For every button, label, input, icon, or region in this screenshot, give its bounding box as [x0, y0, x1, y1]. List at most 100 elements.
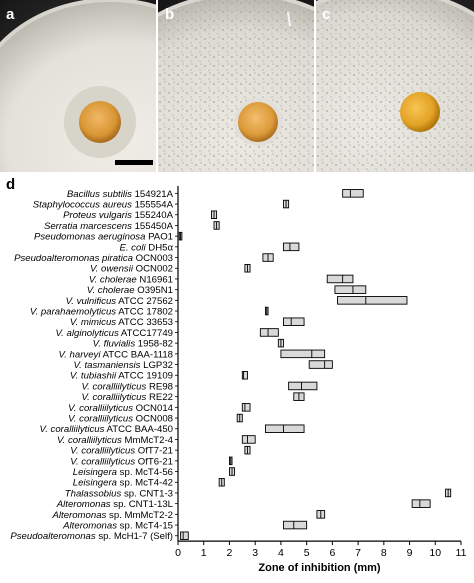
category-strain: ATCC 27562: [116, 296, 173, 307]
x-tick-label: 5: [304, 547, 310, 559]
category-strain: sp. CNT1-3: [121, 488, 173, 499]
category-label: V. mimicus ATCC 33653: [70, 317, 173, 328]
category-label: V. coralliilyticus RE22: [81, 392, 173, 403]
category-label: V. coralliilyticus OfT7-21: [70, 446, 173, 457]
category-label: Alteromonas sp. McT4-15: [62, 520, 173, 531]
range-box: [283, 520, 308, 530]
x-tick-label: 4: [278, 547, 284, 559]
category-name: Pseudomonas aeruginosa: [34, 232, 145, 243]
panel-label-b: b: [165, 6, 175, 23]
category-name: Bacillus subtilis: [67, 189, 132, 200]
x-tick-label: 1: [201, 547, 207, 559]
category-name: Alteromonas: [62, 520, 117, 531]
range-box: [283, 317, 305, 326]
range-boxes: [178, 189, 452, 541]
x-tick-label: 0: [175, 547, 181, 559]
category-name: V. coralliilyticus: [68, 413, 133, 424]
category-strain: sp. McT4-15: [117, 520, 173, 531]
range-box: [241, 370, 248, 380]
panel-label-c: c: [322, 6, 331, 23]
x-tick-label: 10: [429, 547, 441, 559]
category-name: V. coralliilyticus: [70, 446, 135, 457]
plate-photos: a b c: [0, 0, 474, 172]
category-label: V. tubiashii ATCC 19109: [70, 371, 173, 382]
inhibition-zone-chart: Bacillus subtilis 154921AStaphylococcus …: [10, 186, 467, 574]
category-strain: OCN014: [133, 403, 174, 414]
category-name: V. coralliilyticus: [57, 435, 122, 446]
panel-label-a: a: [6, 6, 15, 23]
panel-label-d: d: [6, 176, 16, 193]
category-label: Pseudoalteromonas sp. McH1-7 (Self): [10, 531, 173, 542]
range-box: [326, 274, 354, 284]
range-box: [283, 242, 300, 252]
category-strain: sp. McT4-56: [117, 467, 173, 478]
category-strain: N16961: [137, 274, 173, 285]
category-labels: Bacillus subtilis 154921AStaphylococcus …: [10, 189, 173, 542]
category-label: V. alginolyticus ATCC17749: [56, 328, 174, 339]
range-box: [334, 285, 367, 294]
category-label: V. fluvialis 1958-82: [93, 339, 173, 350]
category-strain: O395N1: [135, 285, 173, 296]
plate-photo-a: [0, 0, 156, 172]
range-box: [342, 189, 364, 198]
range-box: [259, 328, 279, 337]
x-axis-label: Zone of inhibition (mm): [258, 562, 381, 574]
category-name: Alteromonas: [52, 510, 107, 521]
range-box: [180, 531, 189, 541]
category-label: E. coli DH5α: [119, 242, 173, 253]
category-strain: ATCC BAA-1118: [100, 349, 173, 360]
x-tick-label: 8: [381, 547, 387, 559]
category-name: Alteromonas: [56, 499, 111, 510]
category-label: V. parahaemolyticus ATCC 17802: [30, 306, 173, 317]
category-name: Leisingera: [73, 478, 117, 489]
category-name: Staphylococcus aureus: [33, 199, 132, 210]
x-tick-label: 6: [329, 547, 335, 559]
category-label: V. harveyi ATCC BAA-1118: [59, 349, 173, 360]
range-box: [241, 403, 251, 412]
category-strain: OCN002: [133, 264, 173, 275]
category-name: V. fluvialis: [93, 339, 136, 350]
category-name: V. tasmaniensis: [73, 360, 140, 371]
category-name: V. coralliilyticus: [70, 456, 135, 467]
category-label: Leisingera sp. McT4-42: [73, 478, 173, 489]
category-name: V. harveyi: [59, 349, 102, 360]
category-name: V. alginolyticus: [56, 328, 119, 339]
category-strain: 155450A: [132, 221, 174, 232]
x-tick-label: 11: [456, 547, 467, 559]
category-name: V. coralliilyticus: [81, 381, 146, 392]
category-name: Thalassobius: [65, 488, 122, 499]
category-strain: ATCC BAA-450: [104, 424, 173, 435]
category-strain: 154921A: [132, 189, 174, 200]
category-strain: sp. MmMcT2-2: [106, 510, 173, 521]
category-name: V. cholerae: [87, 285, 135, 296]
range-box: [241, 435, 256, 444]
category-label: Bacillus subtilis 154921A: [67, 189, 174, 200]
category-label: V. coralliilyticus ATCC BAA-450: [40, 424, 173, 435]
category-name: V. coralliilyticus: [81, 392, 146, 403]
category-strain: ATCC 17802: [116, 306, 173, 317]
category-strain: sp. McT4-42: [117, 478, 173, 489]
category-strain: ATCC17749: [119, 328, 173, 339]
x-tick-label: 9: [407, 547, 413, 559]
category-name: Serratia marcescens: [44, 221, 132, 232]
category-strain: 1958-82: [135, 339, 173, 350]
category-name: Leisingera: [73, 467, 117, 478]
category-label: V. tasmaniensis LGP32: [73, 360, 173, 371]
category-strain: OCN008: [133, 413, 173, 424]
category-strain: 155554A: [132, 199, 174, 210]
category-name: V. parahaemolyticus: [30, 306, 116, 317]
category-name: Proteus vulgaris: [63, 210, 132, 221]
category-name: Pseudoalteromonas: [10, 531, 96, 542]
category-label: Alteromonas sp. CNT1-13L: [56, 499, 174, 510]
category-strain: RE98: [146, 381, 173, 392]
category-label: V. vulnificus ATCC 27562: [66, 296, 173, 307]
range-box: [280, 349, 326, 359]
category-strain: sp. McH1-7 (Self): [96, 531, 173, 542]
category-label: Pseudomonas aeruginosa PAO1: [34, 232, 173, 243]
range-box: [411, 499, 431, 508]
category-label: Pseudoalteromonas piratica OCN003: [14, 253, 173, 264]
plate-photo-c: [316, 0, 474, 172]
category-label: V. coralliilyticus OfT6-21: [70, 456, 173, 467]
category-strain: LGP32: [140, 360, 173, 371]
